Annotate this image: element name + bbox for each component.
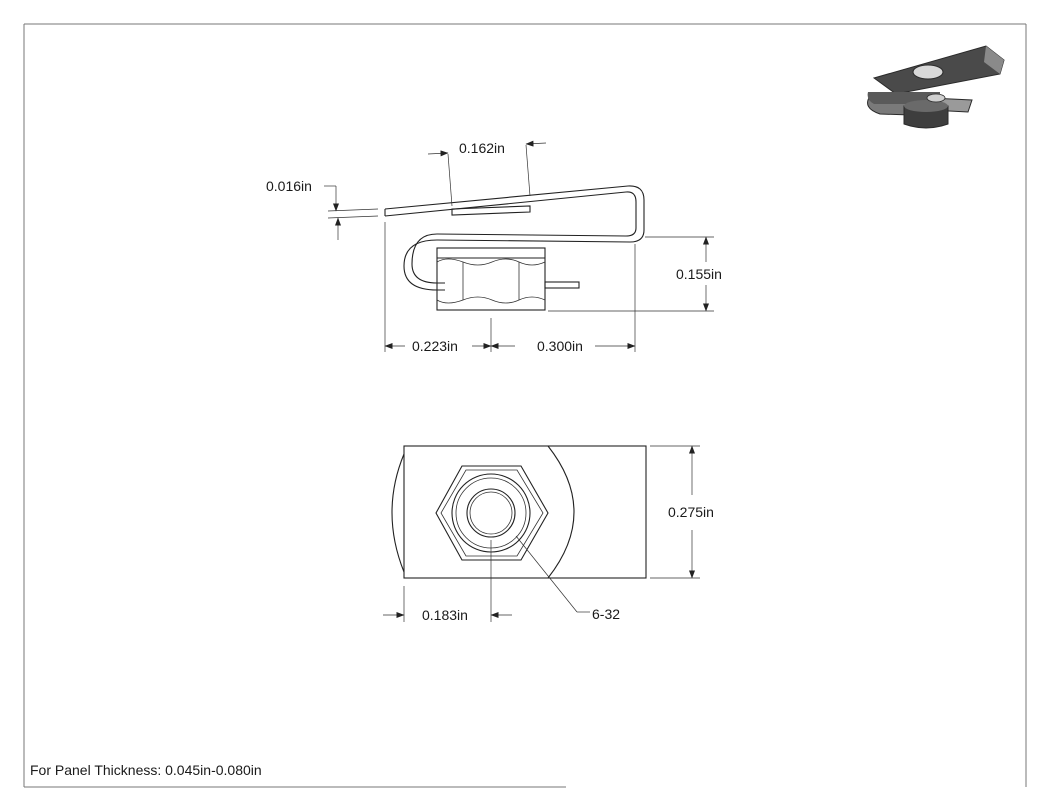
panel-thickness-note: For Panel Thickness: 0.045in-0.080in: [30, 762, 262, 778]
dim-thickness: 0.016in: [266, 178, 312, 194]
hex-nut-plan: [435, 465, 549, 561]
thread-hole: [466, 488, 516, 538]
clip-plate-plan: [403, 445, 647, 579]
dim-bottom-offset: 0.183in: [422, 607, 468, 623]
hex-nut-side: [436, 247, 546, 311]
clip-outline-outer: [384, 185, 645, 291]
side-dimensions: [324, 140, 714, 352]
clip-nut-3d-render-icon: [867, 45, 1005, 129]
dim-bottom-width: 0.275in: [668, 504, 714, 520]
side-view: [384, 185, 645, 311]
drawing-frame: [23, 23, 1027, 788]
plan-view: [391, 445, 647, 579]
clip-outline-inner: [384, 191, 637, 284]
plan-dimensions: [383, 445, 700, 622]
dim-height: 0.155in: [676, 266, 722, 282]
dim-width-top: 0.162in: [459, 140, 505, 156]
thread-callout: 6-32: [592, 606, 620, 622]
dim-left-offset: 0.223in: [412, 338, 458, 354]
dim-right-length: 0.300in: [537, 338, 583, 354]
